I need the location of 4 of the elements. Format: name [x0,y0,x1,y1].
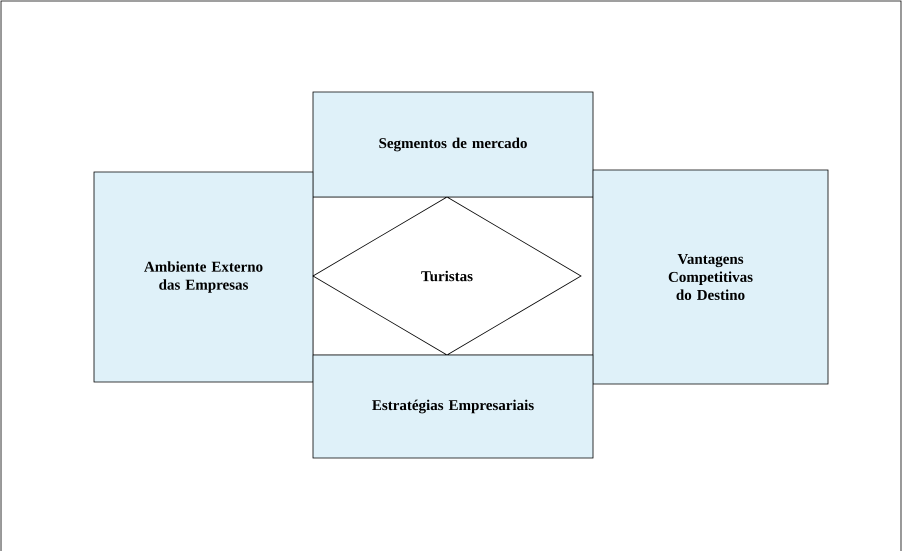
concept-box: Vantagens Competitivas do Destino [592,170,828,384]
concept-box: Estratégias Empresariais [312,354,594,458]
concept-box: Segmentos de mercado [312,92,594,198]
concept-box: Ambiente Externo das Empresas [94,172,314,382]
